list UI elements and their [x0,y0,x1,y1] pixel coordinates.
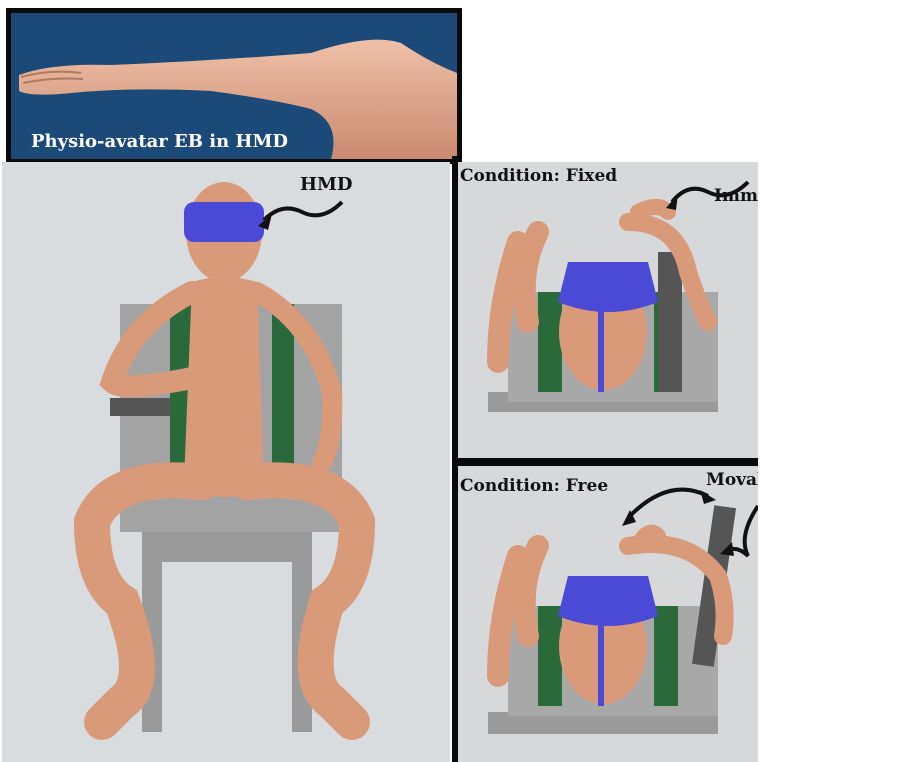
movable-forearm-label: Movable forearm [706,470,758,490]
free-condition-panel: Condition: Free Movable forearm [458,466,758,762]
armrest-fixed [658,252,682,392]
fixed-condition-title: Condition: Fixed [460,166,617,186]
hmd-headset [184,202,264,242]
strap-right [654,606,678,706]
top-caption: Physio-avatar EB in HMD [31,131,288,152]
chair-gap [162,562,292,732]
strap-left [538,606,562,706]
movement-arrow-head-right [700,490,716,504]
top-view-free [458,466,758,762]
hmd-top [558,262,658,312]
horizontal-divider [452,458,758,466]
leg-right [525,546,538,636]
fixed-condition-panel: Condition: Fixed Immobile forearm [458,162,758,458]
strap-left [538,292,562,392]
free-condition-title: Condition: Free [460,476,608,496]
hmd-arrow [264,202,342,220]
leg-right [525,232,538,322]
front-view-panel: HMD [2,162,450,762]
forearm-immobile [638,207,668,212]
seated-avatar-front [2,162,450,762]
immobile-forearm-label: Immobile forearm [714,186,758,206]
hmd-view-panel: Physio-avatar EB in HMD [6,8,462,164]
movement-arrow [628,490,708,518]
hmd-top [558,576,658,626]
top-view-fixed [458,162,758,458]
hmd-label: HMD [300,174,353,195]
